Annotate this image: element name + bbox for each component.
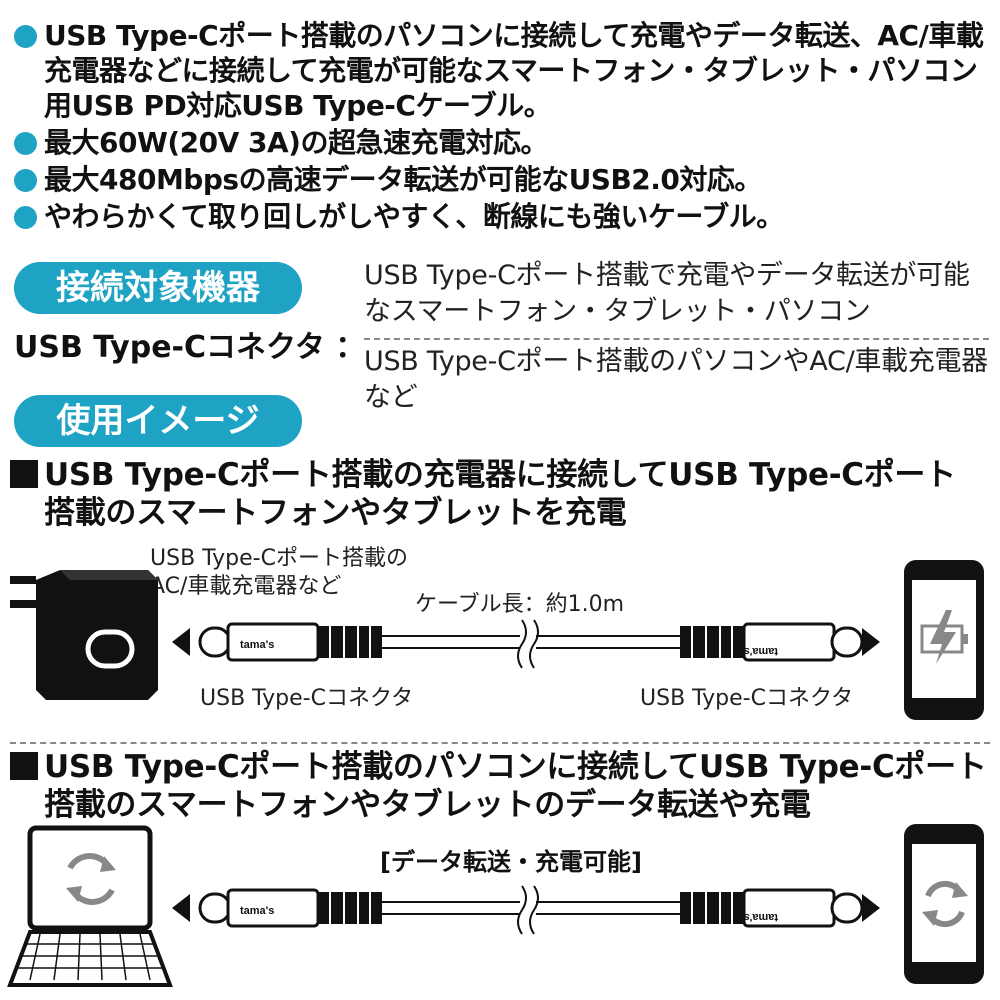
data-label: [データ転送・充電可能] [380,848,642,876]
feature-text: やわらかくて取り回しがしやすく、断線にも強いケーブル。 [44,200,784,233]
section-title-line: 搭載のスマートフォンやタブレットのデータ転送や充電 [44,787,811,823]
smartphone-sync-icon [904,824,984,984]
connector-caption-left: USB Type-Cコネクタ [200,686,414,711]
usb-c-plug-left-icon: tama's [198,888,382,928]
brand-logo: tama's [744,911,778,923]
connector-label: USB Type-Cコネクタ ： [14,330,366,365]
bullet-dot [14,25,37,48]
brand-logo: tama's [240,905,274,917]
usage-diagram-charging: tama's tama's [10,560,984,720]
compat-badge: 接続対象機器 [14,262,302,314]
square-bullet-icon [10,460,38,488]
feature-item: USB Type-Cポート搭載のパソコンに接続して充電やデータ転送、AC/車載充… [14,18,994,123]
bullet-dot [14,206,37,229]
feature-text: USB Type-Cポート搭載のパソコンに接続して充電やデータ転送、AC/車載充… [44,19,984,122]
smartphone-charging-icon [904,560,984,720]
usage-diagram-data: tama's tama's [7,824,984,987]
arrow-left-icon [172,628,190,656]
usb-c-plug-right-icon: tama's [680,888,864,928]
section-title: USB Type-Cポート搭載の充電器に接続してUSB Type-Cポート 搭載… [10,456,995,532]
usb-c-plug-left-icon: tama's [198,622,382,662]
section-title-line: USB Type-Cポート搭載の充電器に接続してUSB Type-Cポート [44,457,956,493]
section-title-line: USB Type-Cポート搭載のパソコンに接続してUSB Type-Cポート [44,749,987,785]
section-title-line: 搭載のスマートフォンやタブレットを充電 [44,495,627,531]
feature-text: 最大60W(20V 3A)の超急速充電対応。 [44,126,548,159]
feature-item: 最大60W(20V 3A)の超急速充電対応。 [14,125,994,160]
cable-length: ケーブル長：約1.0m [415,592,625,617]
bullet-dot [14,132,37,155]
divider [364,338,989,340]
arrow-left-icon [172,894,190,922]
bullet-dot [14,169,37,192]
target-item: USB Type-Cポート搭載のパソコンやAC/車載充電器など [364,346,988,413]
feature-list: USB Type-Cポート搭載のパソコンに接続して充電やデータ転送、AC/車載充… [14,18,994,236]
usage-badge: 使用イメージ [14,395,302,447]
brand-logo: tama's [744,645,778,657]
target-item: USB Type-Cポート搭載で充電やデータ転送が可能なスマートフォン・タブレッ… [364,260,970,327]
brand-logo: tama's [240,639,274,651]
charger-caption: AC/車載充電器など [150,574,342,599]
arrow-right-icon [862,628,880,656]
ac-charger-icon [10,570,158,700]
charger-caption: USB Type-Cポート搭載の [150,546,408,571]
laptop-sync-icon [7,825,173,987]
connector-caption-right: USB Type-Cコネクタ [640,686,854,711]
square-bullet-icon [10,752,38,780]
feature-item: やわらかくて取り回しがしやすく、断線にも強いケーブル。 [14,199,994,234]
section-divider [10,742,990,744]
arrow-right-icon [862,894,880,922]
section-title: USB Type-Cポート搭載のパソコンに接続してUSB Type-Cポート 搭… [10,748,995,824]
feature-text: 最大480Mbpsの高速データ転送が可能なUSB2.0対応。 [44,163,762,196]
feature-item: 最大480Mbpsの高速データ転送が可能なUSB2.0対応。 [14,162,994,197]
usb-c-plug-right-icon: tama's [680,622,864,662]
